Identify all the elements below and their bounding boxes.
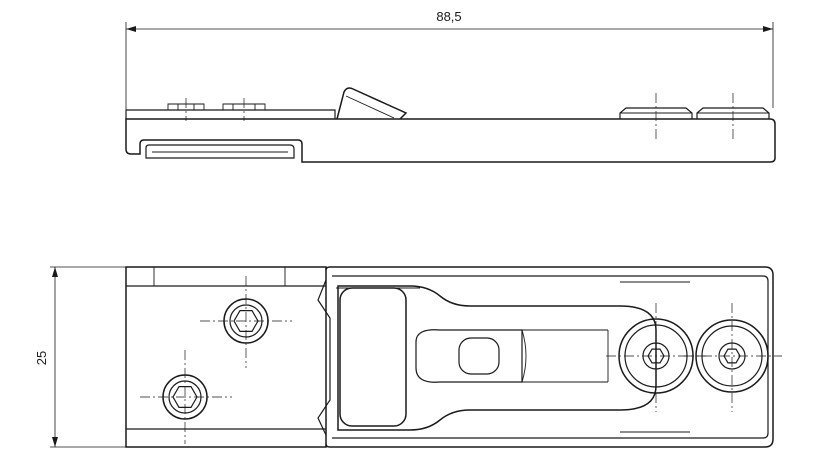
body-outline: [325, 266, 774, 448]
length-dimension: 88,5: [125, 9, 774, 112]
top-plate: [126, 109, 336, 119]
fixing-hole-left: [606, 303, 706, 412]
plan-view: 25: [34, 266, 782, 448]
slot: [458, 337, 500, 375]
length-dimension-label: 88,5: [436, 9, 461, 24]
fixing-pads: [619, 93, 770, 140]
fixing-hole-right: [684, 303, 782, 412]
lever-outline: [337, 285, 657, 431]
plate-slots: [167, 98, 266, 121]
side-view: 88,5: [125, 9, 776, 163]
screw-lower: [140, 350, 232, 444]
clip-plate: [125, 266, 327, 448]
lever-grip: [339, 287, 407, 427]
width-dimension: 25: [34, 266, 126, 448]
hinge: [317, 279, 331, 436]
screw-upper: [200, 276, 292, 368]
main-body: [125, 118, 776, 163]
width-dimension-label: 25: [34, 351, 49, 365]
lever: [336, 87, 408, 120]
clip-shoe: [145, 144, 295, 159]
